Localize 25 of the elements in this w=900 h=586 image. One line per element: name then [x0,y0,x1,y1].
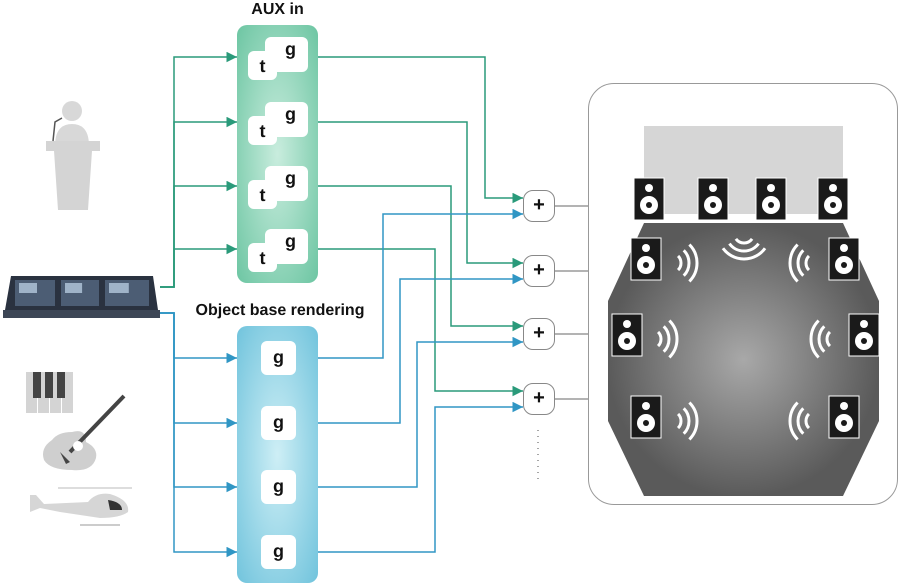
gain-symbol: g [261,341,296,375]
arrow [318,56,523,204]
summing-node: + [523,190,555,222]
delay-symbol: t [248,51,277,80]
summing-node: + [523,318,555,350]
arrow [318,336,523,488]
summing-node: + [523,255,555,287]
panel-heading: Object base rendering [194,302,366,320]
gain-symbol: g [261,406,296,440]
delay-symbol: t [248,116,277,145]
arrow [318,185,523,332]
arrow [318,402,523,553]
arrow [318,274,523,424]
arrow [160,312,237,558]
gain-symbol: g [261,470,296,504]
panel-heading: AUX in [250,1,305,19]
arrow [160,244,237,288]
arrow [318,208,523,359]
delay-symbol: t [248,243,277,272]
delay-symbol: t [248,180,277,209]
arrow [318,248,523,396]
summing-node: + [523,383,555,415]
listening-room-panel [588,83,898,505]
gain-symbol: g [261,535,296,569]
arrow [318,121,523,268]
